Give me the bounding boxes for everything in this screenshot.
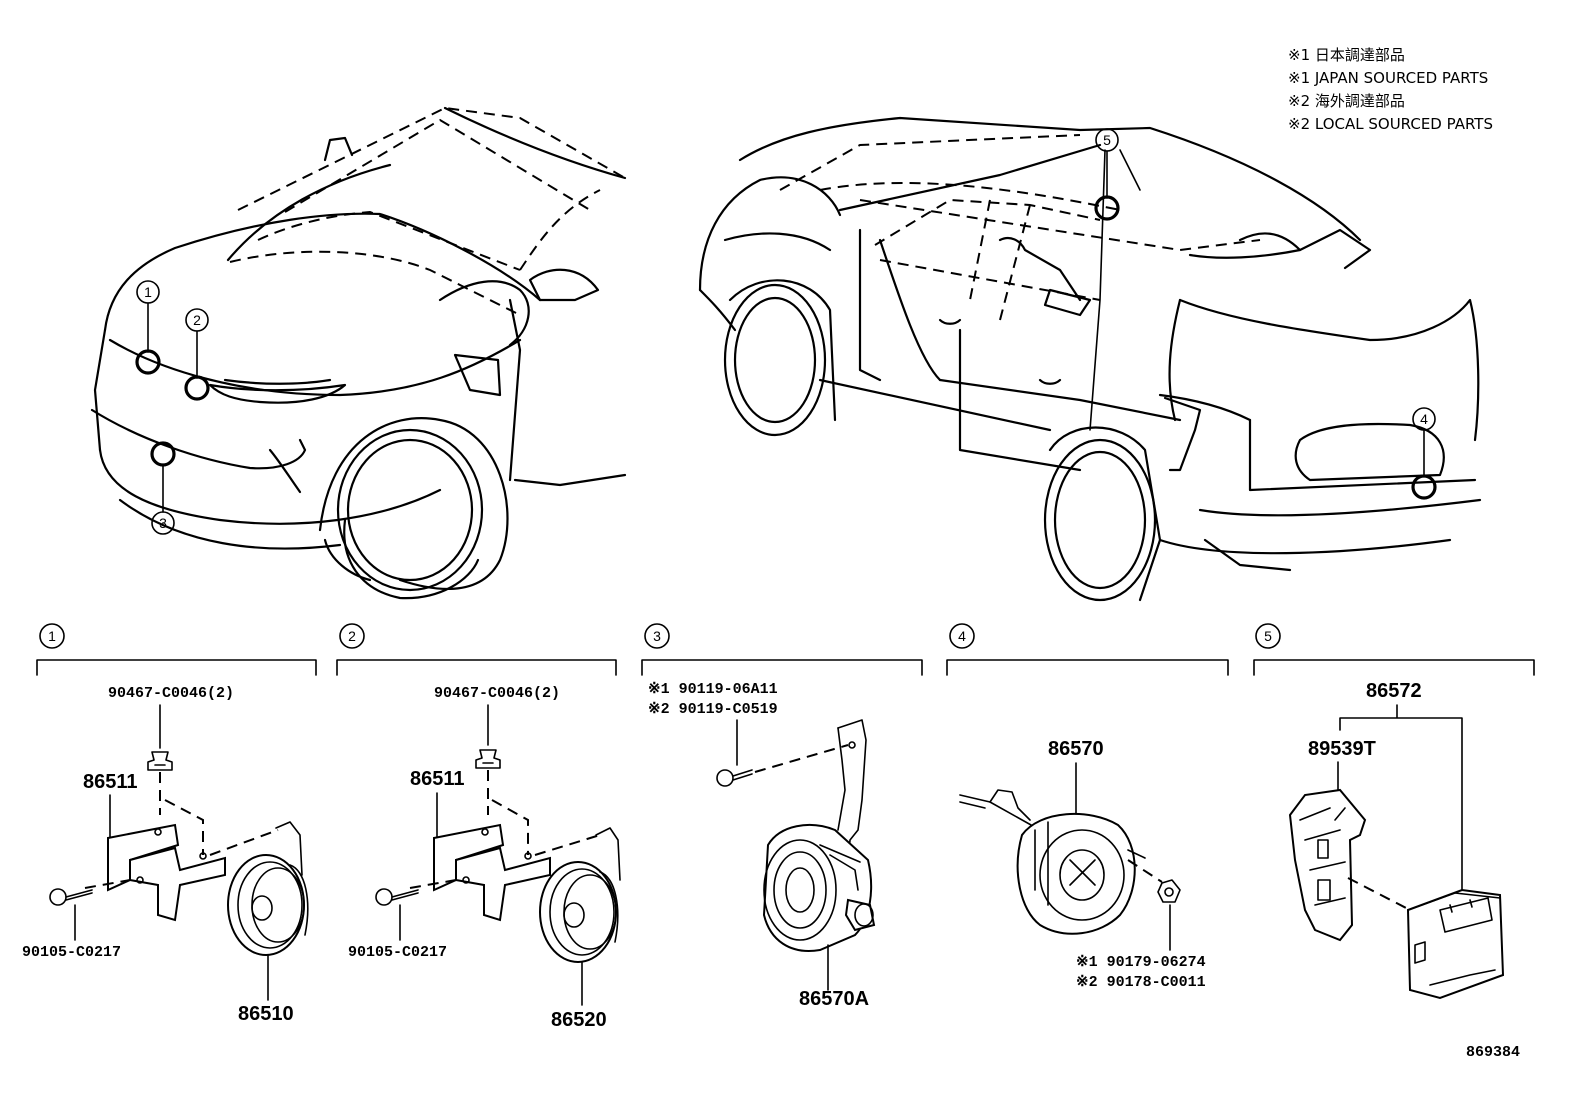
svg-text:5: 5 <box>1264 628 1272 644</box>
clip-icon <box>147 751 173 771</box>
location-circle-3 <box>150 441 176 467</box>
part-number-bracket: 86511 <box>83 771 138 793</box>
location-circle-4 <box>1411 474 1437 500</box>
callout-number: 5 <box>1103 132 1111 148</box>
section-3-siren-assembly: ※1 90119-06A11 ※2 90119-C0519 86570A <box>648 681 876 1010</box>
rear-vehicle-illustration <box>698 116 1482 602</box>
bolt-icon <box>49 888 93 906</box>
location-circle-5 <box>1094 195 1120 221</box>
part-number-bracket: 86511 <box>410 768 465 790</box>
section-header-2: 2 <box>336 623 617 676</box>
section-headers: 1 2 3 4 5 <box>36 623 1535 676</box>
callout-number: 3 <box>159 515 167 531</box>
part-number-siren: 86570 <box>1048 738 1104 760</box>
part-number-bolt-local: ※2 90119-C0519 <box>648 701 778 718</box>
section-header-5: 5 <box>1253 623 1535 676</box>
section-1-horn-assembly: 90467-C0046(2) 86511 90105-C0217 <box>22 685 309 1025</box>
location-circle-2 <box>184 375 210 401</box>
part-number-clip: 90467-C0046(2) <box>108 685 234 702</box>
part-number-bolt-jp: ※1 90119-06A11 <box>648 681 778 698</box>
svg-text:1: 1 <box>48 628 56 644</box>
section-4-siren-assembly: 86570 ※1 90179-06274 ※2 90178-C0011 <box>959 738 1206 991</box>
section-header-3: 3 <box>641 623 923 676</box>
part-number-assembly: 86572 <box>1366 680 1422 702</box>
part-number-bolt: 90105-C0217 <box>348 944 447 961</box>
bracket-icon <box>107 823 226 922</box>
mount-bracket-icon <box>1288 788 1367 942</box>
note-japan-jp: ※1 日本調達部品 <box>1288 46 1405 64</box>
part-number-nut-jp: ※1 90179-06274 <box>1076 954 1206 971</box>
bolt-icon <box>375 888 419 906</box>
part-number-sub: 89539T <box>1308 738 1376 760</box>
part-number-bolt: 90105-C0217 <box>22 944 121 961</box>
section-header-4: 4 <box>946 623 1229 676</box>
sourcing-notes: ※1 日本調達部品 ※1 JAPAN SOURCED PARTS ※2 海外調達… <box>1288 46 1493 133</box>
note-local-en: ※2 LOCAL SOURCED PARTS <box>1288 115 1493 133</box>
clip-icon <box>475 749 501 769</box>
bracket-icon <box>433 823 551 922</box>
nut-icon <box>1157 879 1181 903</box>
location-markers: 1 2 3 5 4 <box>135 128 1437 535</box>
callout-number: 4 <box>1420 411 1428 427</box>
diagram-id: 869384 <box>1466 1044 1520 1061</box>
siren-icon <box>959 789 1146 935</box>
callout-label-3-front <box>151 511 175 535</box>
note-local-jp: ※2 海外調達部品 <box>1288 92 1405 110</box>
callout-number: 2 <box>193 312 201 328</box>
callout-number: 1 <box>144 284 152 300</box>
location-circle-1 <box>135 349 161 375</box>
svg-text:3: 3 <box>653 628 661 644</box>
section-header-1: 1 <box>36 623 317 676</box>
part-number-siren: 86570A <box>799 988 869 1010</box>
siren-icon <box>762 824 876 952</box>
front-vehicle-illustration <box>90 106 627 600</box>
horn-icon <box>539 827 621 963</box>
section-2-horn-assembly: 90467-C0046(2) 86511 90105-C0217 <box>348 685 621 1031</box>
svg-text:4: 4 <box>958 628 966 644</box>
note-japan-en: ※1 JAPAN SOURCED PARTS <box>1288 69 1488 87</box>
part-number-horn: 86520 <box>551 1009 607 1031</box>
bolt-icon <box>716 769 753 787</box>
control-module-icon <box>1406 888 1505 1000</box>
part-number-horn: 86510 <box>238 1003 294 1025</box>
part-number-nut-local: ※2 90178-C0011 <box>1076 974 1206 991</box>
part-number-clip: 90467-C0046(2) <box>434 685 560 702</box>
svg-text:2: 2 <box>348 628 356 644</box>
section-5-module-assembly: 86572 89539T <box>1288 680 1505 1000</box>
horn-icon <box>227 821 309 956</box>
